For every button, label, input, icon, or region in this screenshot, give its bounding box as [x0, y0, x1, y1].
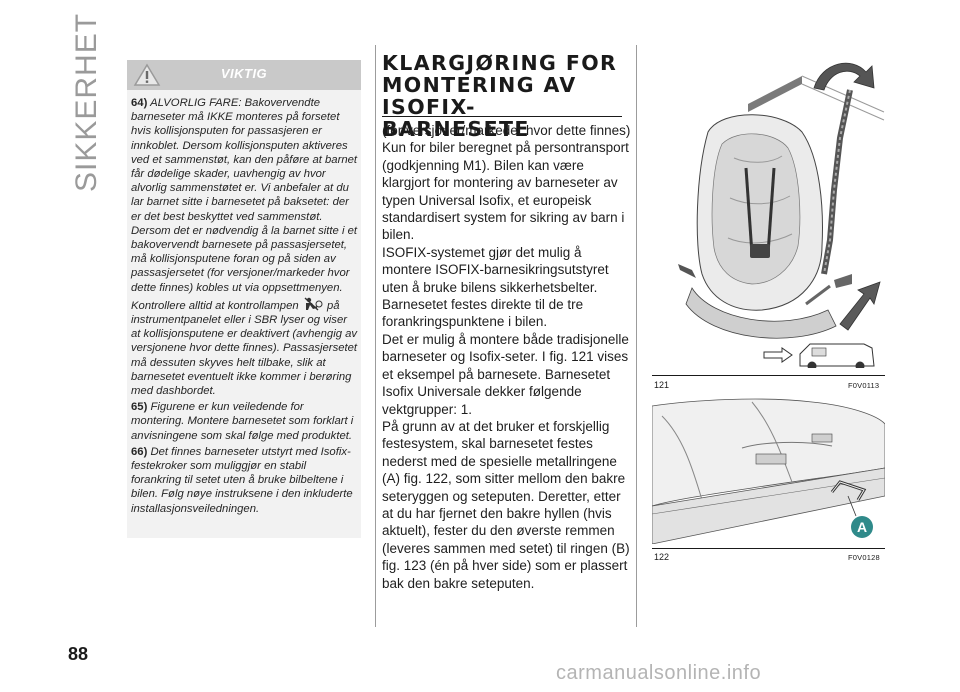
page-number: 88: [68, 644, 89, 664]
warning-paragraph-text: ALVORLIG FARE: Bakovervendte barneseter …: [131, 97, 358, 294]
figure-number: 121: [654, 380, 670, 390]
watermark: carmanualsonline.info: [556, 662, 762, 684]
callout-label-a: A: [857, 519, 867, 535]
warning-paragraph: 66) Det finnes barneseter utstyrt med Is…: [131, 445, 359, 516]
figure-code: F0V0113: [848, 381, 880, 390]
figure-caption-rule: [652, 548, 885, 549]
column-divider: [375, 45, 376, 627]
side-tab-label: SIKKERHET: [70, 12, 103, 192]
warning-paragraph-text: Kontrollere alltid at kontrollampen: [131, 299, 299, 312]
warning-header: VIKTIG: [127, 60, 361, 90]
figure-caption-rule: [652, 375, 885, 376]
warning-box: VIKTIG 64) ALVORLIG FARE: Bakovervendte …: [127, 60, 361, 538]
warning-paragraph-text: Det finnes barneseter utstyrt med Isofix…: [131, 445, 353, 515]
figure-122-isofix-anchor-illustration: A: [652, 398, 885, 544]
van-icon: [763, 343, 875, 368]
body-paragraph: På grunn av at det bruker et forskjellig…: [382, 418, 630, 591]
figure-code: F0V0128: [848, 553, 880, 562]
note-number: 66): [131, 445, 148, 458]
figure-number: 122: [654, 552, 670, 562]
note-number: 65): [131, 401, 148, 414]
section-side-tab: SIKKERHET: [62, 13, 112, 192]
body-paragraph: Kun for biler beregnet på persontranspor…: [382, 140, 629, 243]
warning-triangle-icon: [133, 63, 161, 86]
warning-paragraph: 64) ALVORLIG FARE: Bakovervendte barnese…: [131, 96, 359, 295]
body-paragraph: ISOFIX-systemet gjør det mulig å montere…: [382, 244, 609, 330]
heading-line: KLARGJØRING FOR: [382, 51, 618, 75]
callout-a-marker: [851, 516, 873, 538]
section-heading: KLARGJØRING FOR MONTERING AV ISOFIX-BARN…: [382, 52, 622, 140]
body-paragraph: Det er mulig å montere både tradisjonell…: [382, 331, 629, 417]
warning-paragraph-text: på instrumentpanelet eller i SBR lyser o…: [131, 299, 358, 398]
warning-paragraph-text: Figurene er kun veiledende for montering…: [131, 401, 354, 442]
note-number: 64): [131, 97, 148, 109]
warning-paragraph: 65) Figurene er kun veiledende for monte…: [131, 400, 359, 443]
section-body: (for versjoner/markeder hvor dette finne…: [382, 122, 632, 592]
warning-text: 64) ALVORLIG FARE: Bakovervendte barnese…: [131, 96, 359, 518]
warning-title: VIKTIG: [220, 66, 268, 81]
figure-121-child-seat-illustration: [678, 62, 885, 368]
heading-line: MONTERING AV: [382, 73, 577, 97]
body-paragraph: (for versjoner/markeder hvor dette finne…: [382, 123, 631, 138]
airbag-off-warning-lamp-icon: [304, 297, 323, 311]
heading-underline: [382, 116, 622, 117]
heading-line: ISOFIX-BARNESETE: [382, 95, 530, 141]
column-divider: [636, 45, 637, 627]
warning-paragraph: Kontrollere alltid at kontrollampen på i…: [131, 297, 359, 398]
